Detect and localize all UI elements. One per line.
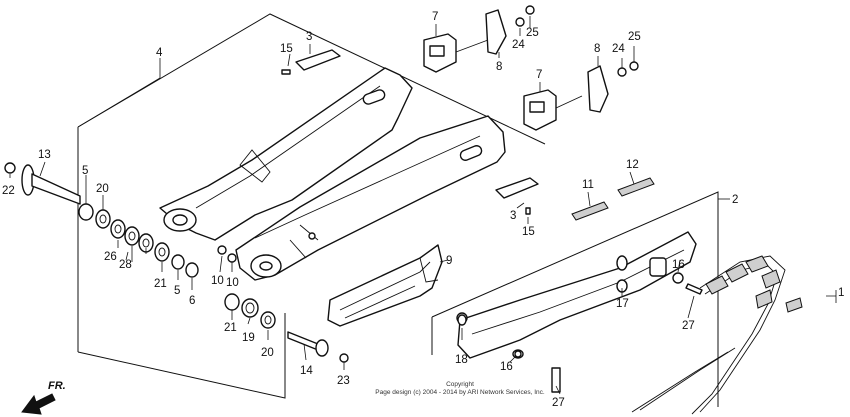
chain-slider bbox=[327, 244, 443, 327]
adjuster-nut-24-upper bbox=[515, 17, 525, 27]
label-14: 14 bbox=[300, 365, 313, 377]
bearing-21-lower bbox=[224, 293, 240, 311]
label-25-lower: 25 bbox=[628, 31, 641, 43]
sticker-12 bbox=[617, 177, 655, 197]
label-16-lower: 16 bbox=[500, 361, 513, 373]
swingarm bbox=[159, 67, 506, 281]
needle-bearing-19 bbox=[241, 298, 259, 318]
screw-15-lower bbox=[525, 207, 531, 215]
label-4: 4 bbox=[156, 47, 163, 59]
label-12: 12 bbox=[626, 159, 639, 171]
label-2: 2 bbox=[732, 194, 738, 206]
bearing-26 bbox=[110, 219, 126, 239]
chain-case-assembly-frame bbox=[431, 191, 719, 407]
washer-10-b bbox=[227, 253, 237, 263]
chain-guide-plate-lower bbox=[495, 177, 539, 199]
copyright-title: Copyright bbox=[446, 381, 474, 388]
label-24-lower: 24 bbox=[612, 43, 625, 55]
adjuster-nut-25-lower bbox=[629, 61, 639, 71]
adjuster-nut-24-lower bbox=[617, 67, 627, 77]
pivot-collar-5-right bbox=[171, 254, 185, 270]
label-16-upper: 16 bbox=[672, 259, 685, 271]
label-19: 19 bbox=[242, 332, 255, 344]
label-7-lower: 7 bbox=[536, 69, 542, 81]
dust-seal-20-left bbox=[95, 209, 111, 229]
chain-guide-plate-upper bbox=[295, 49, 341, 71]
label-15-upper: 15 bbox=[280, 43, 293, 55]
grommet-18 bbox=[457, 314, 467, 326]
adjuster-plate-lower bbox=[587, 65, 609, 113]
chain-case bbox=[456, 231, 697, 359]
label-27-lower: 27 bbox=[552, 397, 565, 409]
label-24-upper: 24 bbox=[512, 39, 525, 51]
label-5-right: 5 bbox=[174, 285, 180, 297]
front-direction-arrow-icon bbox=[21, 393, 56, 415]
label-7-upper: 7 bbox=[432, 11, 438, 23]
label-21-lower: 21 bbox=[224, 322, 237, 334]
shock-bolt bbox=[287, 331, 329, 357]
label-28: 28 bbox=[119, 259, 132, 271]
label-26: 26 bbox=[104, 251, 117, 263]
label-11: 11 bbox=[582, 179, 594, 191]
swingarm-assembly-frame bbox=[77, 13, 546, 399]
sticker-11 bbox=[571, 201, 609, 221]
part-labels: 1 2 3 3 4 5 5 6 7 7 8 8 9 10 10 11 12 13… bbox=[2, 11, 844, 409]
pivot-cap bbox=[4, 162, 16, 174]
label-1: 1 bbox=[838, 287, 844, 299]
washer-10-a bbox=[217, 245, 227, 255]
label-9: 9 bbox=[446, 255, 452, 267]
label-15-lower: 15 bbox=[522, 226, 535, 238]
bolt-cap-23 bbox=[339, 353, 349, 363]
label-20-lower: 20 bbox=[261, 347, 274, 359]
pivot-collar-5-left bbox=[78, 203, 94, 221]
copyright-text: Page design (c) 2004 - 2014 by ARI Netwo… bbox=[375, 389, 545, 396]
label-8-upper: 8 bbox=[496, 61, 502, 73]
drive-chain bbox=[631, 255, 803, 415]
grommet-16-upper bbox=[672, 272, 684, 284]
label-22: 22 bbox=[2, 185, 15, 197]
label-3-lower: 3 bbox=[510, 210, 516, 222]
screw-15-upper bbox=[281, 69, 291, 75]
label-21-left: 21 bbox=[154, 278, 167, 290]
chain-adjuster-upper bbox=[423, 33, 489, 73]
leader-lines bbox=[9, 16, 837, 395]
label-18: 18 bbox=[455, 354, 468, 366]
label-25-upper: 25 bbox=[526, 27, 539, 39]
label-5-left: 5 bbox=[82, 165, 88, 177]
label-10-a: 10 bbox=[211, 275, 224, 287]
label-6: 6 bbox=[189, 295, 195, 307]
label-8-lower: 8 bbox=[594, 43, 600, 55]
pivot-bolt bbox=[21, 164, 81, 205]
label-3-upper: 3 bbox=[306, 31, 312, 43]
adjuster-plate-upper bbox=[485, 9, 507, 55]
chain-adjuster-lower bbox=[523, 89, 583, 131]
label-20-left: 20 bbox=[96, 183, 109, 195]
bolt-27-lower bbox=[551, 367, 561, 393]
pivot-spacer-6 bbox=[185, 262, 199, 278]
label-13: 13 bbox=[38, 149, 51, 161]
bolt-27-upper bbox=[685, 283, 703, 295]
label-23: 23 bbox=[337, 375, 350, 387]
bearing-21-left bbox=[154, 242, 170, 262]
label-27-upper: 27 bbox=[682, 320, 695, 332]
dust-seal-20-lower bbox=[260, 311, 276, 329]
bearing-28-a bbox=[124, 226, 140, 246]
label-10-b: 10 bbox=[226, 277, 239, 289]
copyright-notice: Copyright Page design (c) 2004 - 2014 by… bbox=[360, 381, 560, 397]
label-17: 17 bbox=[616, 298, 629, 310]
front-direction-label: FR. bbox=[48, 380, 66, 392]
adjuster-nut-25-upper bbox=[525, 5, 535, 15]
grommet-16-lower bbox=[514, 350, 522, 358]
